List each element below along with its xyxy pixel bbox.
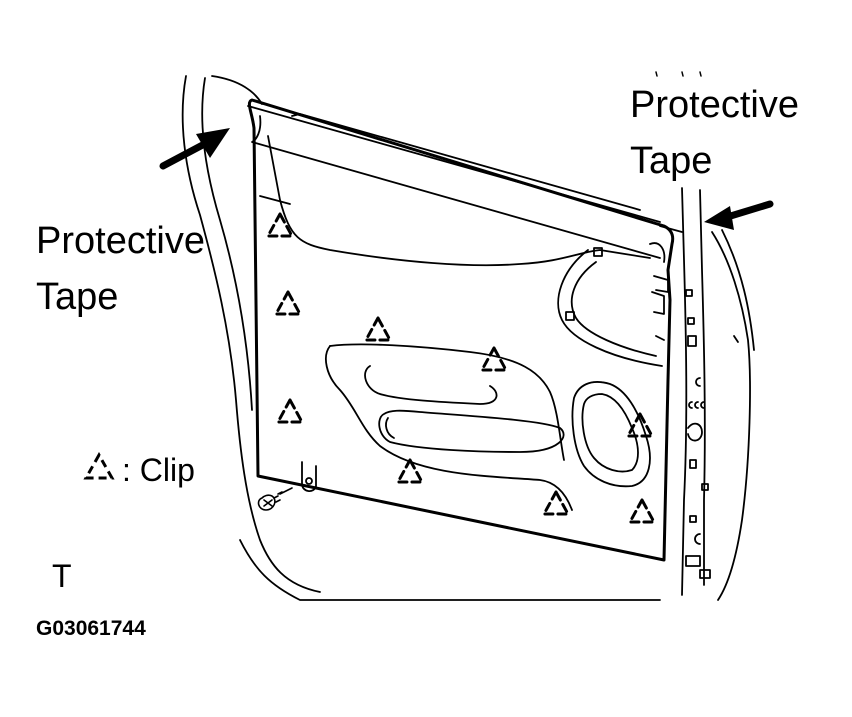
clip-legend-icon — [83, 452, 115, 480]
clip-icon — [480, 346, 508, 372]
protective-tape-left-label-line1: Protective — [36, 220, 205, 262]
view-mark-label: T — [52, 558, 72, 594]
inner-handle-outline — [571, 381, 651, 488]
clip-icon — [626, 412, 654, 438]
arrow-right-protective-tape — [704, 200, 774, 230]
clip-icon — [628, 498, 656, 524]
door-pillar-outline — [659, 187, 755, 601]
trim-panel-upper-molding — [247, 105, 666, 267]
clip-icon — [276, 398, 304, 424]
clip-icon — [364, 316, 392, 342]
arrow-left-protective-tape — [159, 128, 230, 170]
protective-tape-left-label-line2: Tape — [36, 276, 119, 318]
clip-markers — [266, 212, 656, 524]
screw-icon — [257, 487, 293, 511]
door-body-outline — [181, 75, 661, 601]
lower-bracket — [301, 461, 317, 492]
protective-tape-right-label-line1: Protective — [630, 84, 799, 126]
clip-icon — [266, 212, 294, 238]
clip-icon — [396, 458, 424, 484]
armrest-outline — [325, 343, 573, 511]
clip-icon — [542, 490, 570, 516]
clip-legend-label: : Clip — [122, 452, 195, 488]
top-tick-marks — [655, 71, 702, 77]
speaker-grille-outline — [557, 247, 669, 367]
protective-tape-right-label-line2: Tape — [630, 140, 713, 182]
clip-icon — [274, 290, 302, 316]
figure-code-label: G03061744 — [36, 617, 146, 640]
